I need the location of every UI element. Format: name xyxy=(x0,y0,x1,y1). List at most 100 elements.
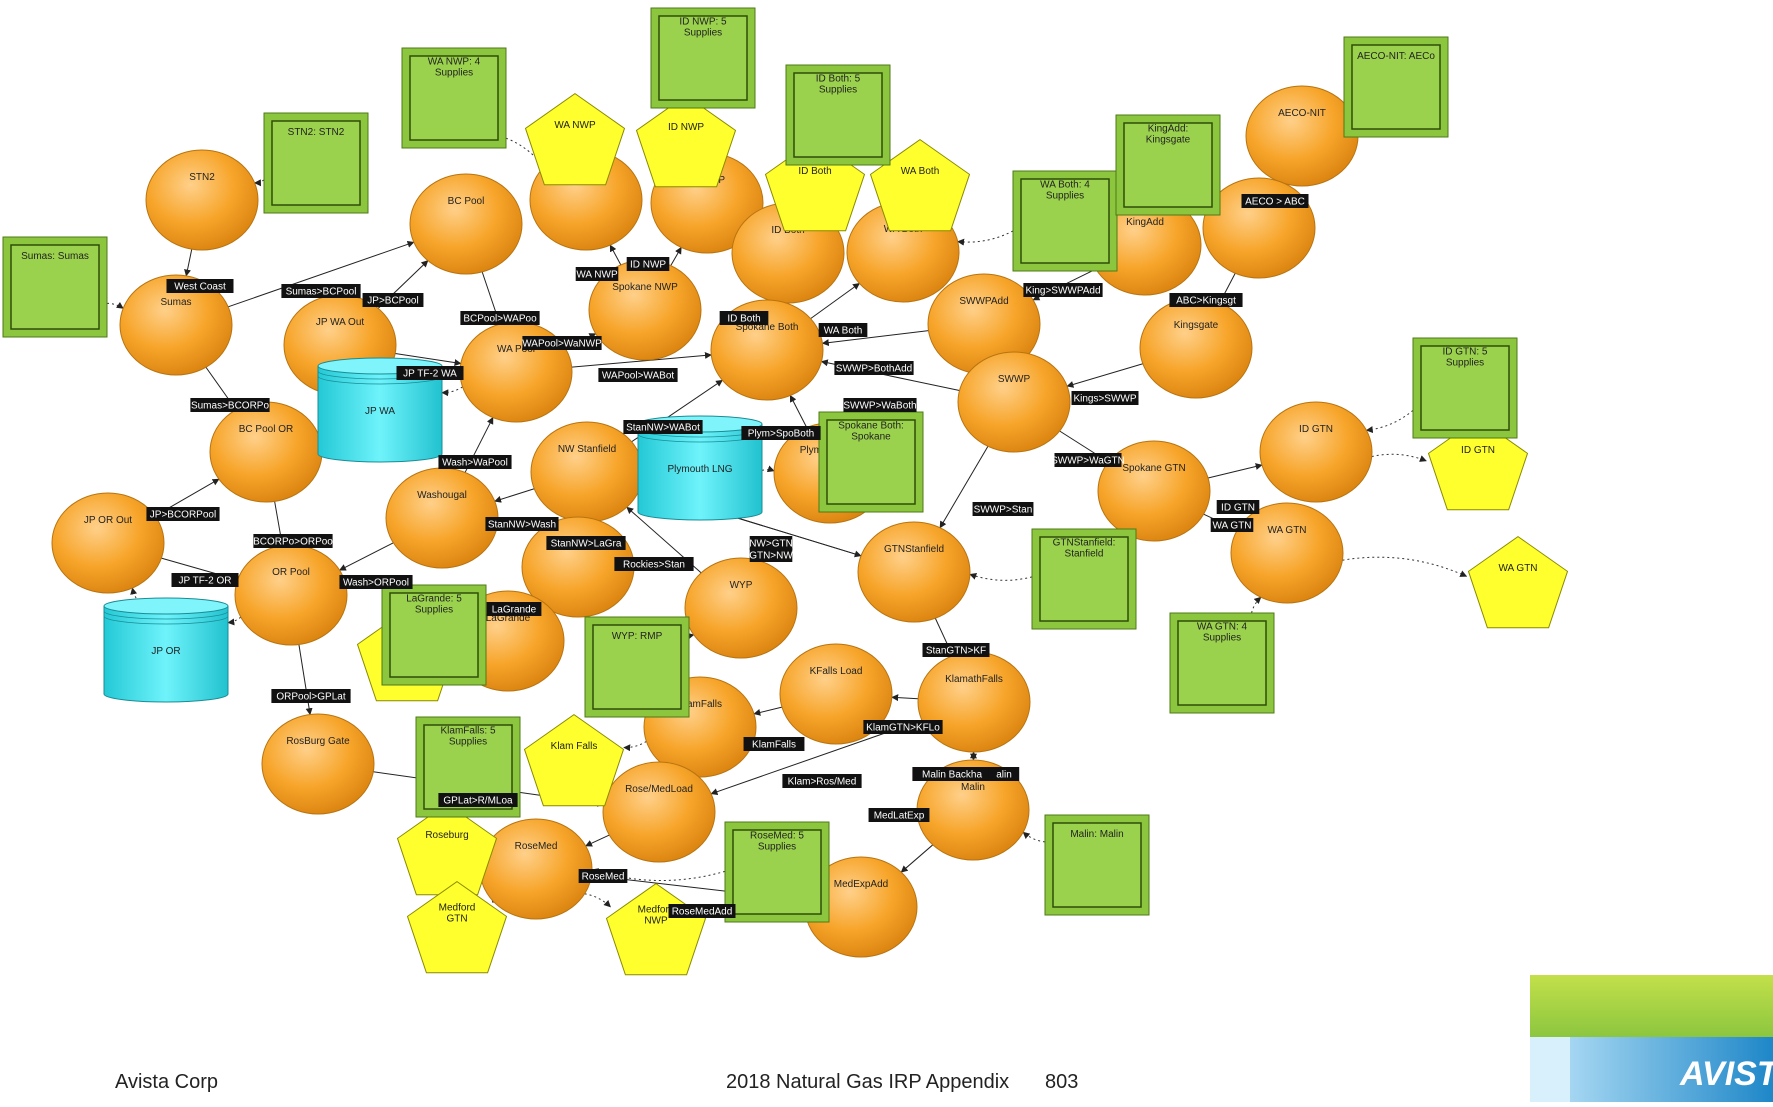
supply-link xyxy=(585,894,611,907)
edge-label: King>SWWPAdd xyxy=(1023,283,1102,297)
edge-label: WA GTN xyxy=(1211,518,1254,532)
edge-label-text: SWWP>BothAdd xyxy=(836,364,912,375)
node-box-wyp[interactable]: WYP: RMP xyxy=(585,617,689,717)
node-cyl-jpor[interactable]: JP OR xyxy=(104,598,228,702)
edge-label: Wash>ORPool xyxy=(339,575,412,589)
edge-label-text: SWWP>WaGTN xyxy=(1051,456,1125,467)
node-label: NW Stanfield xyxy=(558,444,616,455)
edge-label-text: ID NWP xyxy=(630,260,666,271)
edge-label: Rockies>Stan xyxy=(614,557,693,571)
edge-label: StanNW>WABot xyxy=(623,420,702,434)
node-orpool[interactable]: OR Pool xyxy=(235,545,347,645)
node-pent-klamfalls[interactable]: Klam Falls xyxy=(525,715,624,806)
edge-label-text: JP TF-2 WA xyxy=(403,369,457,380)
edge-label-text: Rockies>Stan xyxy=(623,560,685,571)
edge-label: NW>GTN xyxy=(749,536,793,550)
node-box-malin[interactable]: Malin: Malin xyxy=(1045,815,1149,915)
edge-label-text: BCPool>WAPoo xyxy=(463,314,537,325)
edge-label: SWWP>WaGTN xyxy=(1051,453,1125,467)
edge-label: BCORPo>ORPoo xyxy=(253,534,333,548)
node-label: WA GTN xyxy=(1498,563,1537,574)
node-label: SWWPAdd xyxy=(959,296,1008,307)
node-gtnstanfield[interactable]: GTNStanfield xyxy=(858,522,970,622)
edge-label-text: King>SWWPAdd xyxy=(1025,286,1100,297)
edge-label-text: StanNW>Wash xyxy=(488,520,556,531)
node-washougal[interactable]: Washougal xyxy=(386,468,498,568)
footer-title: 2018 Natural Gas IRP Appendix xyxy=(726,1071,1009,1094)
node-label: Plymouth LNG xyxy=(667,464,732,475)
node-aeconit[interactable]: AECO-NIT xyxy=(1246,86,1358,186)
node-bcpool[interactable]: BC Pool xyxy=(410,174,522,274)
node-rosemedload[interactable]: Rose/MedLoad xyxy=(603,762,715,862)
node-box-stn2[interactable]: STN2: STN2 xyxy=(264,113,368,213)
node-pent-wanwp[interactable]: WA NWP xyxy=(526,94,625,185)
node-idgtn[interactable]: ID GTN xyxy=(1260,402,1372,502)
node-label: WA NWP xyxy=(554,120,596,131)
edge-label-text: KlamFalls xyxy=(752,740,796,751)
node-wyp[interactable]: WYP xyxy=(685,558,797,658)
node-klamathfalls[interactable]: KlamathFalls xyxy=(918,652,1030,752)
edge-label: SWWP>BothAdd xyxy=(834,361,913,375)
edge-label-text: ID GTN xyxy=(1221,503,1255,514)
node-label: RosBurg Gate xyxy=(286,736,350,747)
node-box-spokaneboth[interactable]: Spokane Both:Spokane xyxy=(819,412,923,512)
supply-link xyxy=(1023,832,1045,842)
node-circle xyxy=(1260,402,1372,502)
node-bcpoolor[interactable]: BC Pool OR xyxy=(210,402,322,502)
node-circle xyxy=(1246,86,1358,186)
edge-line xyxy=(186,249,192,276)
node-circle xyxy=(210,402,322,502)
node-rosburggate[interactable]: RosBurg Gate xyxy=(262,714,374,814)
node-pent-wagtn[interactable]: WA GTN xyxy=(1469,537,1568,628)
supply-link xyxy=(1372,454,1426,461)
node-kingsgate[interactable]: Kingsgate xyxy=(1140,298,1252,398)
node-swwp[interactable]: SWWP xyxy=(958,352,1070,452)
edge-label-text: JP TF-2 OR xyxy=(179,576,232,587)
edge-line xyxy=(790,395,806,427)
edge-label: RoseMedAdd xyxy=(669,904,736,918)
node-stn2[interactable]: STN2 xyxy=(146,150,258,250)
node-box-sumas[interactable]: Sumas: Sumas xyxy=(3,237,107,337)
supply-link xyxy=(624,741,646,747)
edge-label: ORPool>GPLat xyxy=(271,689,350,703)
node-box-aeco[interactable]: AECO-NIT: AECo xyxy=(1344,37,1448,137)
edge-label-text: LaGrande xyxy=(492,605,537,616)
node-circle xyxy=(386,468,498,568)
node-label: ID NWP xyxy=(668,122,704,133)
node-label: WYP xyxy=(730,580,753,591)
supply-link xyxy=(970,574,1032,580)
edge-label: Wash>WaPool xyxy=(438,455,511,469)
edge-line xyxy=(901,845,933,872)
node-nwstanfield[interactable]: NW Stanfield xyxy=(531,422,643,522)
node-label: JP OR xyxy=(151,646,180,657)
edge-label-text: RoseMedAdd xyxy=(672,907,733,918)
node-circle xyxy=(531,422,643,522)
edge-label: Kings>SWWP xyxy=(1072,391,1139,405)
edge-label-text: WA GTN xyxy=(1212,521,1251,532)
node-label: JP WA Out xyxy=(316,317,365,328)
node-pent-idnwp[interactable]: ID NWP xyxy=(637,96,736,187)
node-rosemed[interactable]: RoseMed xyxy=(480,819,592,919)
node-label: KingAdd:Kingsgate xyxy=(1146,124,1191,146)
edge-label: AECO > ABC xyxy=(1242,194,1309,208)
edge-label: ABC>Kingsgt xyxy=(1169,293,1242,307)
node-pentagon xyxy=(637,96,736,187)
node-box-kingadd[interactable]: KingAdd:Kingsgate xyxy=(1116,115,1220,215)
supply-link xyxy=(1252,597,1261,613)
logo-text: AVIST xyxy=(1679,1055,1773,1093)
node-box-gtnstan[interactable]: GTNStanfield:Stanfield xyxy=(1032,529,1136,629)
edge-label-text: SWWP>WaBoth xyxy=(843,401,916,412)
